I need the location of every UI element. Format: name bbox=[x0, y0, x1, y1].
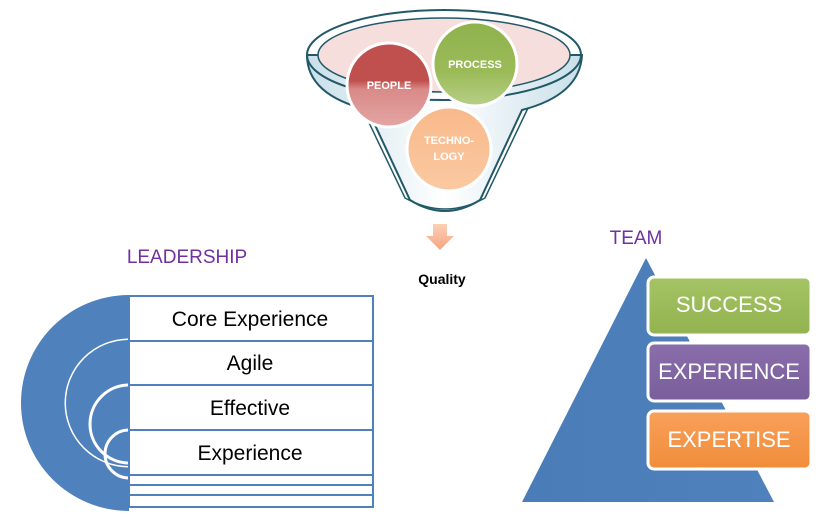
success-block: SUCCESS bbox=[646, 275, 813, 337]
funnel-rim-outer bbox=[306, 9, 582, 101]
expertise-block: EXPERTISE bbox=[646, 409, 813, 471]
success-label: SUCCESS bbox=[676, 292, 782, 317]
people-label: PEOPLE bbox=[367, 80, 412, 92]
process-label: PROCESS bbox=[448, 59, 502, 71]
funnel-spout bbox=[361, 107, 529, 210]
technology-label-line1: TECHNO- bbox=[424, 135, 474, 147]
expertise-label: EXPERTISE bbox=[667, 427, 790, 452]
leadership-row-1: Core Experience bbox=[172, 308, 328, 331]
team-diagram: TEAM SUCCESS EXPERIENCE EXPERTISE bbox=[522, 228, 813, 502]
experience-label: EXPERIENCE bbox=[658, 359, 800, 384]
leadership-arc-ring-3 bbox=[103, 428, 130, 480]
leadership-row-2: Agile bbox=[227, 352, 274, 375]
leadership-row-3: Effective bbox=[210, 397, 290, 420]
leadership-title: LEADERSHIP bbox=[127, 247, 247, 268]
team-title: TEAM bbox=[610, 228, 663, 249]
quality-label: Quality bbox=[418, 271, 466, 287]
technology-circle: TECHNO- LOGY bbox=[405, 105, 493, 193]
technology-label-line2: LOGY bbox=[433, 151, 465, 163]
experience-block: EXPERIENCE bbox=[646, 341, 813, 403]
down-arrow-icon bbox=[426, 224, 454, 250]
leadership-diagram: LEADERSHIP Core Experience Agile Effecti… bbox=[21, 247, 374, 511]
leadership-arc-ring-2 bbox=[88, 383, 130, 465]
funnel-diagram: PEOPLE PROCESS TECHNO- LOGY Quality bbox=[305, 9, 584, 287]
leadership-row-4: Experience bbox=[197, 442, 302, 465]
people-circle: PEOPLE bbox=[345, 41, 433, 129]
leadership-box bbox=[128, 295, 374, 508]
process-circle: PROCESS bbox=[431, 20, 519, 108]
